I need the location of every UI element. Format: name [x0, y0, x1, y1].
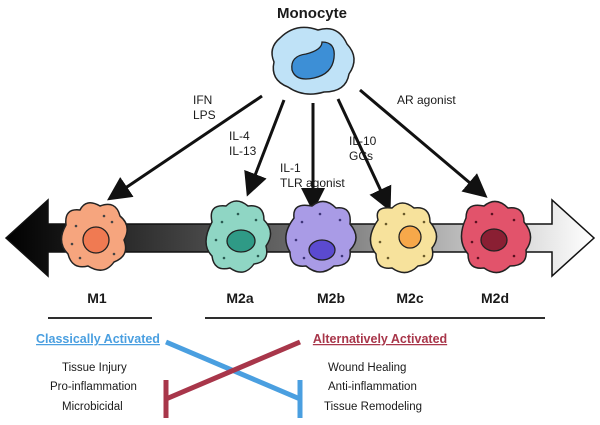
- label-m2c: M2c: [396, 290, 423, 306]
- classical-item-1: Tissue Injury: [62, 362, 127, 374]
- stimulus-m2b-line1: IL-1: [280, 161, 301, 175]
- classical-item-3: Microbicidal: [62, 401, 123, 413]
- alternative-item-1: Wound Healing: [328, 362, 406, 374]
- label-m2a: M2a: [226, 290, 253, 306]
- m1-cell: [60, 202, 128, 271]
- arrow-to-m1: [107, 94, 263, 201]
- stimulus-m1-line2: LPS: [193, 108, 216, 122]
- stimulus-m2a-line1: IL-4: [229, 129, 250, 143]
- stimulus-m2a-line2: IL-13: [229, 144, 257, 158]
- m2b-cell: [285, 200, 357, 273]
- monocyte-label: Monocyte: [277, 5, 347, 22]
- arrow-to-m2a: [244, 99, 286, 197]
- stimulus-m2d-line1: AR agonist: [397, 93, 456, 107]
- alternative-connector: [163, 339, 301, 418]
- m2d-cell: [460, 200, 532, 274]
- classically-activated-title: Classically Activated: [36, 332, 160, 346]
- stimulus-m2c-line2: GCs: [349, 149, 373, 163]
- arrow-to-m2d: [359, 88, 488, 198]
- label-m2d: M2d: [481, 290, 509, 306]
- stimulus-m2b-line2: TLR agonist: [280, 176, 345, 190]
- classical-item-2: Pro-inflammation: [50, 381, 137, 393]
- stimulus-m2c-line1: IL-10: [349, 134, 377, 148]
- m2a-cell: [205, 200, 272, 273]
- m2c-cell: [369, 202, 438, 274]
- monocyte-cell: [271, 26, 355, 95]
- alternatively-activated-title: Alternatively Activated: [313, 332, 447, 346]
- label-m2b: M2b: [317, 290, 345, 306]
- classical-connector: [165, 339, 303, 418]
- alternative-item-2: Anti-inflammation: [328, 381, 417, 393]
- stimulus-m1-line1: IFN: [193, 93, 212, 107]
- label-m1: M1: [87, 290, 107, 306]
- alternative-item-3: Tissue Remodeling: [324, 401, 422, 413]
- arrow-to-m2c: [336, 98, 392, 212]
